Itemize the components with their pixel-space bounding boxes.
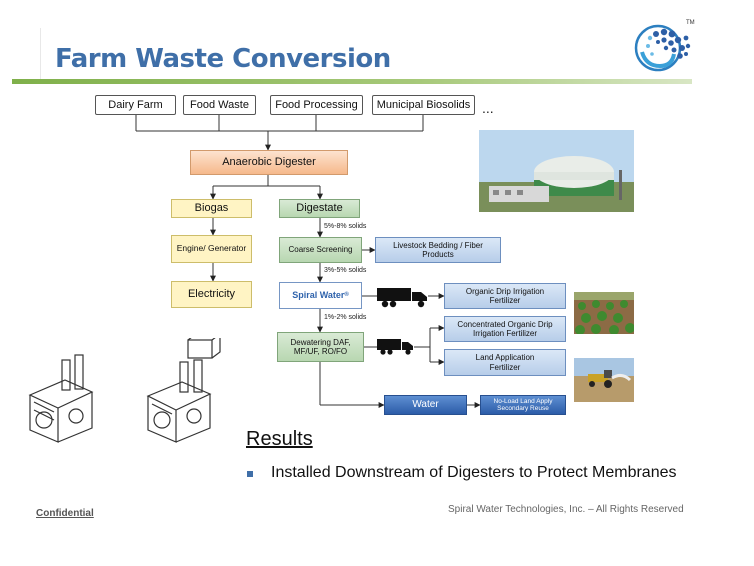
spiral-dots-logo-icon — [634, 24, 691, 72]
registered-mark: ® — [344, 292, 349, 299]
electricity-box: Electricity — [171, 281, 252, 308]
livestock-bedding-box: Livestock Bedding / Fiber Products — [375, 237, 501, 263]
source-dairy-farm: Dairy Farm — [95, 95, 176, 115]
organic-drip-box: Organic Drip Irrigation Fertilizer — [444, 283, 566, 309]
solids-1-2-label: 1%-2% solids — [324, 314, 367, 321]
results-heading: Results — [246, 428, 313, 450]
spiral-water-label: Spiral Water — [292, 290, 345, 301]
source-municipal-biosolids: Municipal Biosolids — [372, 95, 475, 115]
no-load-box: No-Load Land Apply Secondary Reuse — [480, 395, 566, 415]
title-underline-bar — [12, 79, 692, 84]
truck-icon — [377, 288, 427, 308]
crop-field-photo-icon — [574, 292, 634, 334]
trademark-mark: TM — [686, 20, 695, 26]
small-truck-icon — [377, 339, 413, 355]
source-food-processing: Food Processing — [270, 95, 363, 115]
spiral-water-unit-sketch-icon — [28, 354, 94, 443]
concentrated-organic-box: Concentrated Organic Drip Irrigation Fer… — [444, 316, 566, 342]
copyright-text: Spiral Water Technologies, Inc. – All Ri… — [448, 504, 684, 515]
digestate-box: Digestate — [279, 199, 360, 218]
anaerobic-digester-box: Anaerobic Digester — [190, 150, 348, 175]
more-sources-ellipsis: ... — [482, 100, 494, 116]
solids-3-5-label: 3%-5% solids — [324, 267, 367, 274]
tractor-field-photo-icon — [574, 358, 634, 402]
page-title: Farm Waste Conversion — [55, 44, 391, 74]
bullet-square-icon — [247, 471, 253, 477]
land-application-box: Land Application Fertilizer — [444, 349, 566, 376]
results-bullet: Installed Downstream of Digesters to Pro… — [271, 464, 677, 481]
confidential-label: Confidential — [36, 508, 94, 519]
dewatering-box: Dewatering DAF, MF/UF, RO/FO — [277, 332, 364, 362]
solids-5-8-label: 5%-8% solids — [324, 223, 367, 230]
header-divider — [40, 28, 41, 80]
digester-plant-photo-icon — [479, 130, 634, 212]
spiral-water-box: Spiral Water® — [279, 282, 362, 309]
water-box: Water — [384, 395, 467, 415]
biogas-box: Biogas — [171, 199, 252, 218]
coarse-screening-box: Coarse Screening — [279, 237, 362, 263]
engine-generator-box: Engine/ Generator — [171, 235, 252, 263]
dewatering-unit-sketch-icon — [146, 338, 221, 443]
source-food-waste: Food Waste — [183, 95, 256, 115]
